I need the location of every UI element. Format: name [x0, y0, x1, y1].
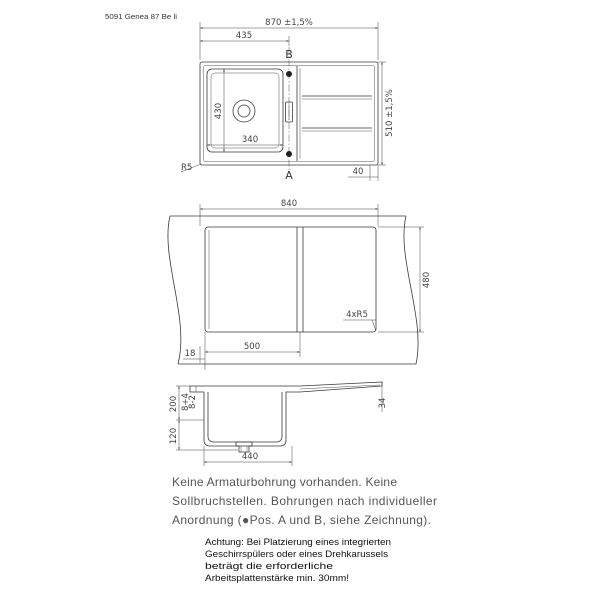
- model-label: 5091 Genea 87 Be li: [105, 14, 178, 21]
- radius-leader: [180, 163, 202, 173]
- warning-line: Arbeitsplattenstärke min. 30mm!: [205, 573, 349, 584]
- bowl-width-dim-label: 340: [242, 135, 258, 145]
- sink-profile-outer: [189, 381, 383, 447]
- tolerance-upper-label: 8+4: [181, 393, 191, 411]
- edge-dim-label: 18: [185, 349, 196, 359]
- warning-line: beträgt die erforderliche: [205, 561, 333, 572]
- warning-line: Achtung: Bei Platzierung eines integrier…: [205, 537, 391, 548]
- warning-notice: Achtung: Bei Platzierung eines integrier…: [205, 537, 391, 584]
- waste-fitting: [235, 441, 253, 453]
- tap-hole-a-marker: [286, 151, 292, 157]
- cutout-view: 840 480 4xR5 500 18: [167, 199, 432, 370]
- sink-profile-inner: [207, 392, 283, 443]
- section-bowl-width-dim-label: 440: [242, 452, 258, 462]
- total-height-dim-label: 200: [169, 396, 179, 412]
- pos-b-label: B: [285, 48, 293, 61]
- notes-paragraph: Keine Armaturbohrung vorhanden. Keine So…: [172, 475, 437, 527]
- bowl-length-dim-label: 430: [214, 103, 224, 119]
- bowl-outline: [206, 68, 284, 153]
- warning-line: Geschirrspülers oder eines Drehkarussels: [205, 549, 388, 560]
- cutout-depth-dim-label: 480: [422, 272, 432, 288]
- width-dim-label: 870 ±1,5%: [265, 18, 313, 28]
- cutout-width-dim-label: 840: [281, 199, 297, 209]
- tolerance-lower-label: 8-2: [188, 395, 198, 409]
- rim-dim-label: 40: [353, 167, 364, 177]
- depth-dim-label: 510 ±1,5%: [385, 89, 395, 137]
- notes-line: Anordnung (●Pos. A und B, siehe Zeichnun…: [172, 513, 431, 527]
- bowl-inner-outline: [210, 72, 280, 149]
- radius-label: R5: [181, 163, 192, 173]
- drain-inner: [237, 104, 251, 118]
- tap-hole-b-marker: [286, 71, 292, 77]
- cutout-outline: [204, 226, 377, 333]
- countertop-break-right: [403, 215, 419, 365]
- rim-height-dim-label: 34: [378, 398, 388, 409]
- section-view: 200 120 8+4 8-2 34 440: [169, 381, 388, 466]
- bowl-offset-dim-label: 435: [236, 31, 252, 41]
- corner-radius-label: 4xR5: [346, 310, 368, 320]
- countertop-break-left: [167, 215, 182, 365]
- notes-line: Keine Armaturbohrung vorhanden. Keine: [172, 475, 397, 489]
- pos-a-label: A: [285, 169, 293, 182]
- notes-line: Sollbruchstellen. Bohrungen nach individ…: [172, 494, 437, 508]
- top-view: 870 ±1,5% 435 B A 430 340 510 ±1,5% 40 R…: [180, 18, 395, 182]
- cutout-bowl-dim-label: 500: [244, 342, 260, 352]
- bowl-height-dim-label: 120: [169, 428, 179, 444]
- corner-radius-pointer: [371, 319, 377, 332]
- drainer-underside: [299, 384, 381, 390]
- drain-outer: [232, 99, 256, 123]
